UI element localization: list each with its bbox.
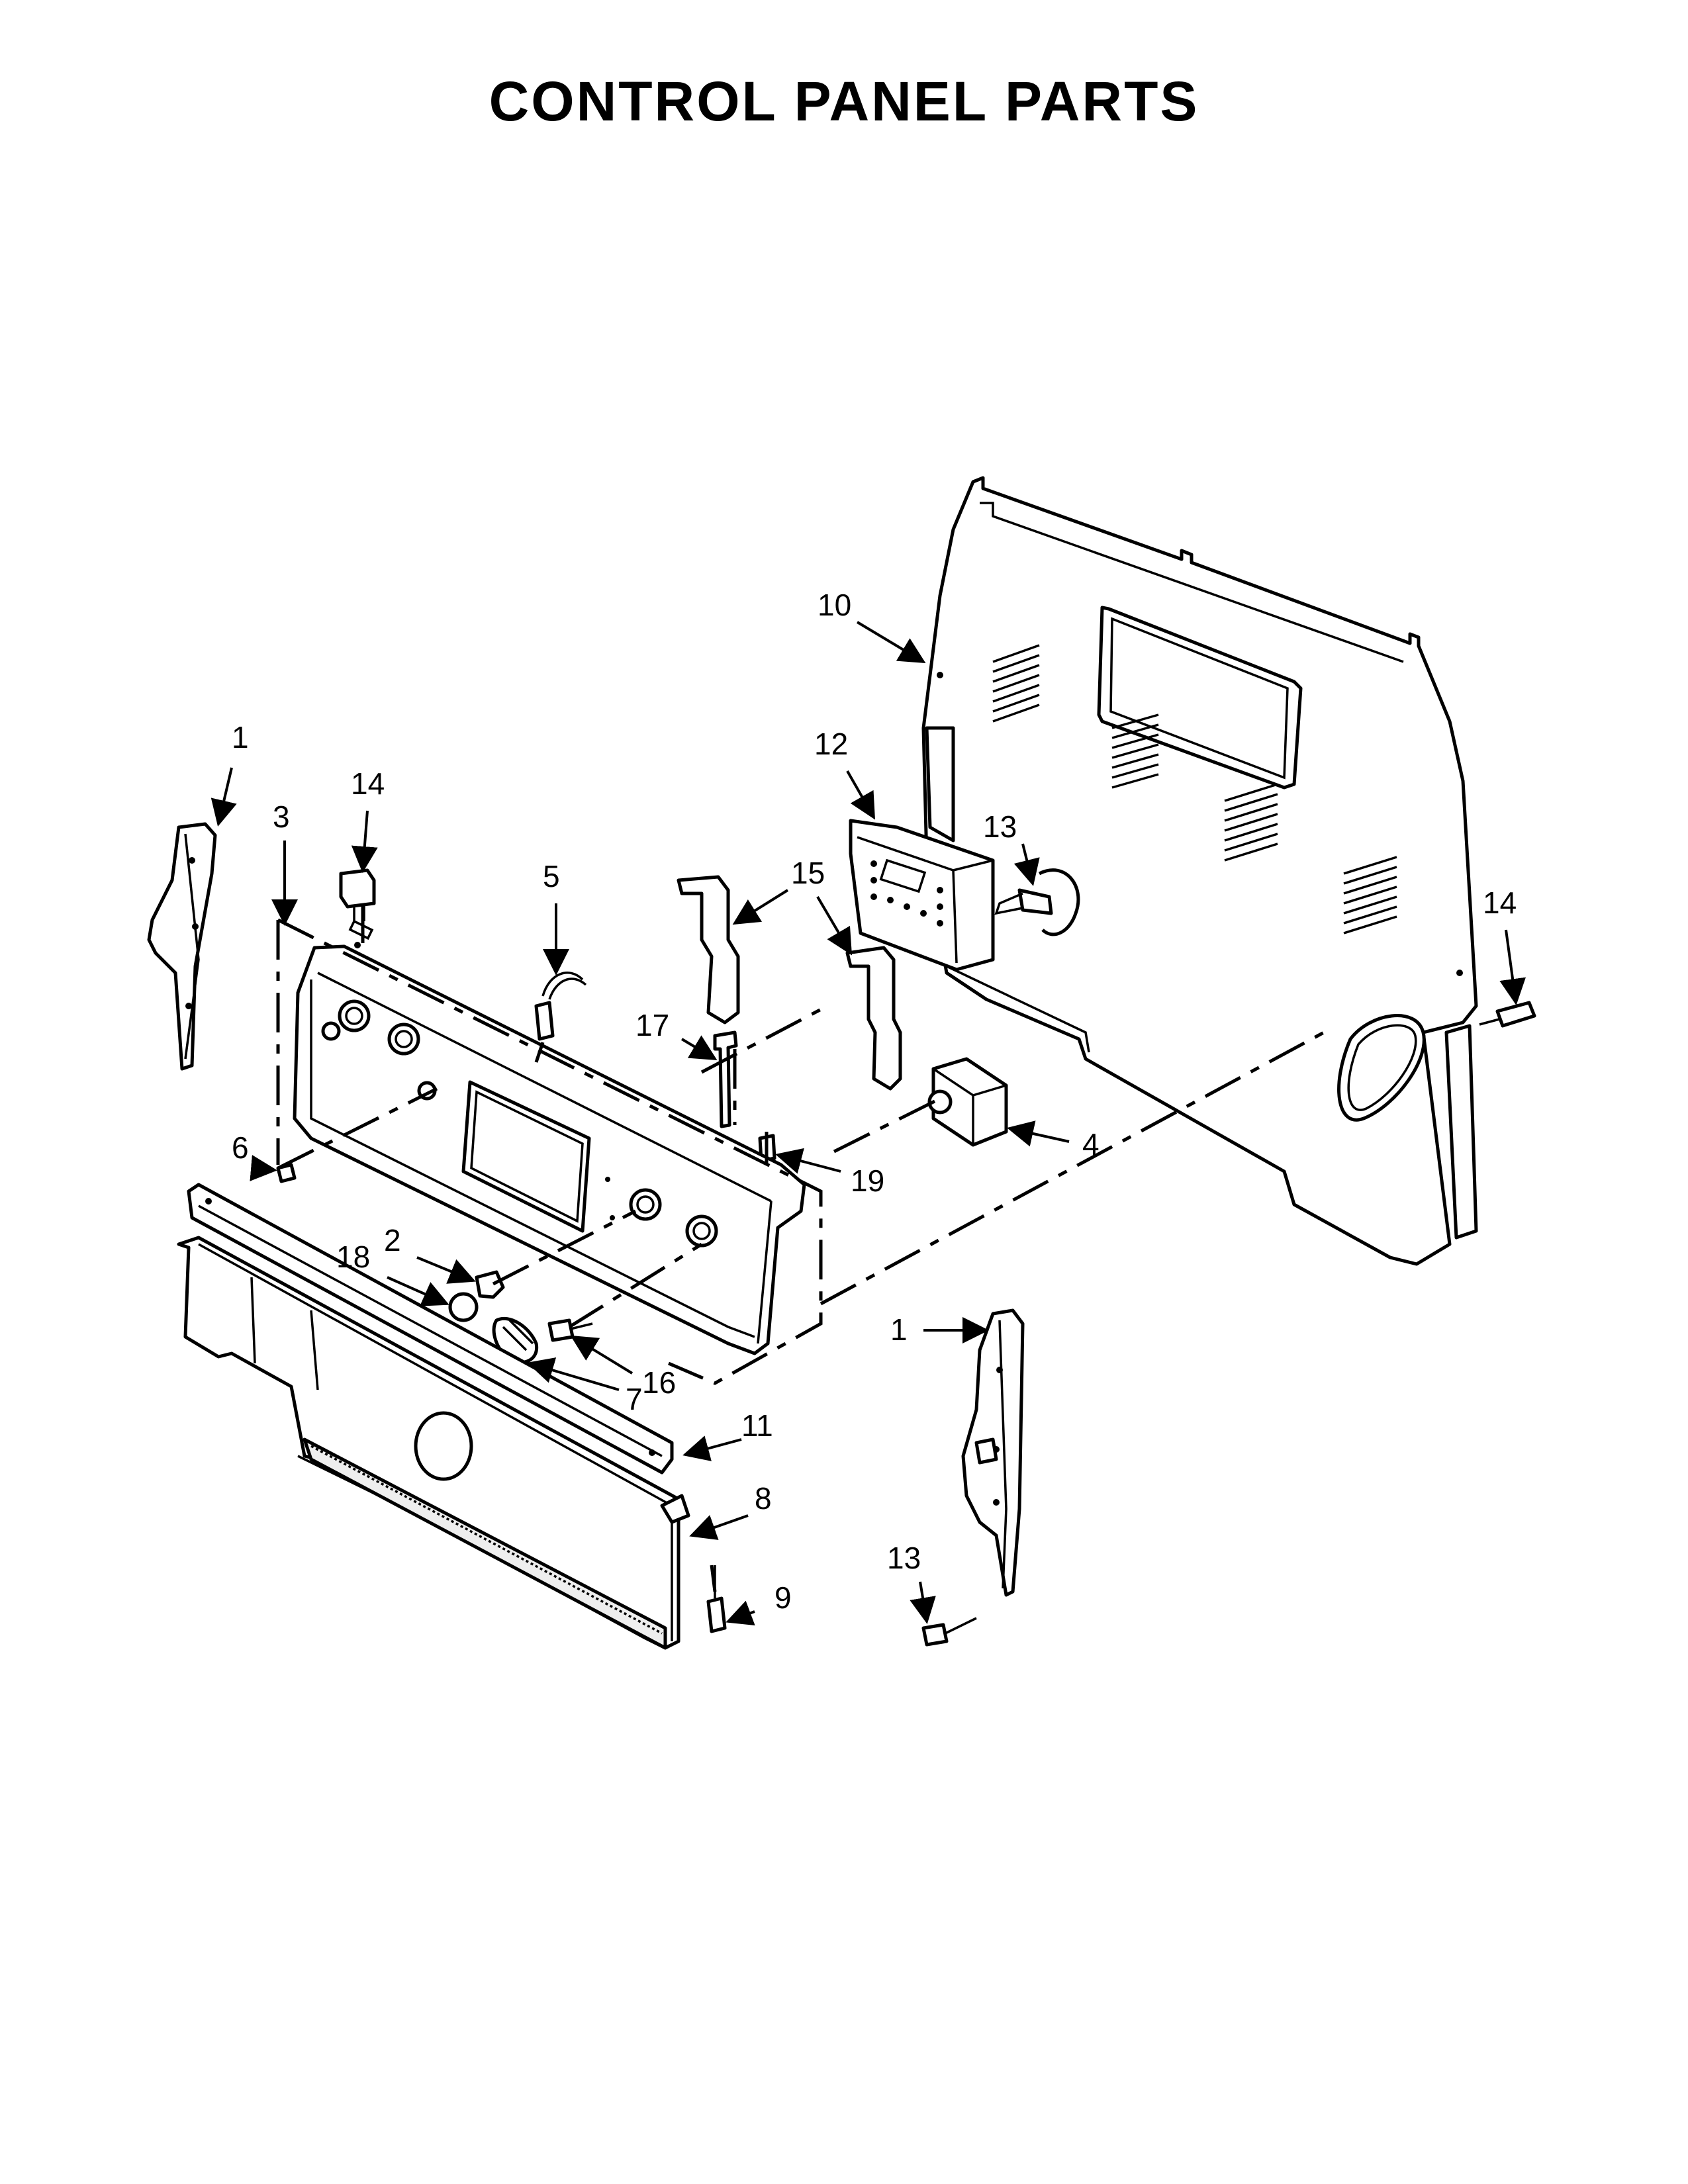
part-6-screw <box>276 1163 297 1183</box>
part-4-switch <box>927 1057 1008 1147</box>
callout-leaders <box>211 621 1526 1626</box>
part-10-rear-panel <box>921 476 1478 1266</box>
part-14-clip-left <box>339 868 376 923</box>
callout-5: 5 <box>543 859 560 893</box>
part-8-manifold-panel <box>177 1236 690 1650</box>
part-12-electronic-control <box>849 819 995 972</box>
callout-10: 10 <box>818 588 851 622</box>
callout-17: 17 <box>635 1008 669 1042</box>
callout-labels: 1 3 14 5 12 10 13 15 14 17 4 19 6 2 18 7… <box>232 588 1517 1615</box>
callout-2: 2 <box>384 1223 401 1257</box>
callout-1-right: 1 <box>890 1312 908 1347</box>
part-13-screw-top <box>994 868 1080 936</box>
callout-14-left: 14 <box>351 766 385 801</box>
callout-6: 6 <box>232 1130 249 1165</box>
part-9-screw <box>706 1565 727 1633</box>
part-18-cap <box>448 1292 479 1322</box>
callout-19: 19 <box>851 1163 884 1198</box>
callout-15: 15 <box>791 856 825 890</box>
callout-7: 7 <box>626 1382 643 1416</box>
part-16-screw <box>547 1318 593 1342</box>
callout-13-top: 13 <box>983 809 1017 844</box>
panel-vent-left <box>992 644 1040 723</box>
panel-vent-right <box>1224 783 1397 934</box>
part-17-sensor <box>713 1030 738 1128</box>
callout-4: 4 <box>1082 1127 1100 1161</box>
part-15-brackets <box>677 875 902 1091</box>
callout-12: 12 <box>814 727 848 761</box>
part-14-screw-right <box>1479 1001 1536 1028</box>
callout-9: 9 <box>774 1580 792 1615</box>
callout-3: 3 <box>273 799 290 834</box>
part-5-wire-harness <box>534 972 587 1041</box>
part-1-end-cap-left <box>147 822 217 1071</box>
part-11-trim <box>187 1183 674 1475</box>
extension-lines <box>276 903 1325 1592</box>
panel-display-window <box>461 1080 591 1233</box>
callout-14-right: 14 <box>1483 886 1517 920</box>
diagram-title: CONTROL PANEL PARTS <box>489 70 1199 132</box>
part-13-screw-bottom <box>921 1617 977 1647</box>
callout-18: 18 <box>336 1240 370 1274</box>
part-1-end-cap-right <box>961 1308 1025 1597</box>
callout-1-left: 1 <box>232 720 249 754</box>
part-2-knob-seat <box>475 1270 505 1299</box>
callout-16: 16 <box>642 1365 676 1400</box>
panel-vent-center <box>1111 713 1159 789</box>
callout-8: 8 <box>755 1481 772 1516</box>
callout-13-bottom: 13 <box>887 1541 921 1575</box>
callout-11: 11 <box>741 1408 773 1443</box>
